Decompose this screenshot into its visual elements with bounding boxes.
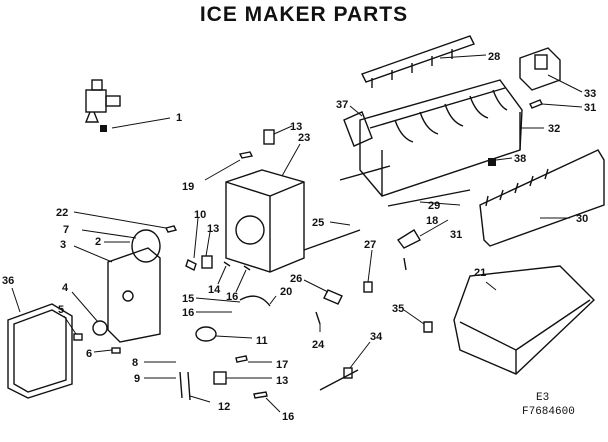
callout-label: 3 — [60, 239, 66, 251]
drawing-code-number: F7684600 — [522, 406, 575, 418]
callout-label: 28 — [488, 51, 500, 63]
callout-label: 2 — [95, 236, 101, 248]
callout-label: 16 — [226, 291, 238, 303]
callout-label: 1 — [176, 112, 182, 124]
bottom-fasteners — [213, 355, 281, 413]
callout-label: 4 — [62, 282, 69, 294]
front-cover-part — [7, 287, 73, 399]
callout-label: 23 — [298, 132, 310, 144]
callout-label: 37 — [336, 99, 348, 111]
callout-label: 7 — [63, 224, 69, 236]
part-number-labels: 1 2 3 4 5 6 7 8 9 10 11 12 13 13 13 14 1… — [2, 51, 596, 423]
callout-label: 12 — [218, 401, 230, 413]
linkage-parts — [303, 249, 373, 332]
callout-label: 36 — [2, 275, 14, 287]
ejector-part — [479, 149, 605, 247]
callout-label: 26 — [290, 273, 302, 285]
bracket-part — [396, 219, 449, 271]
callout-label: 34 — [370, 331, 383, 343]
spring-parts — [185, 217, 251, 293]
callout-label: 17 — [276, 359, 288, 371]
callout-label: 31 — [584, 102, 596, 114]
callout-label: 24 — [312, 339, 325, 351]
drawing-code-section: E3 — [536, 392, 549, 404]
callout-label: 33 — [584, 88, 596, 100]
heater-part — [339, 157, 513, 207]
top-rail-part — [361, 35, 487, 88]
callout-label: 30 — [576, 213, 588, 225]
callout-label: 31 — [450, 229, 462, 241]
small-gear-parts — [63, 291, 121, 354]
callout-label: 19 — [182, 181, 194, 193]
ice-bin-part — [453, 265, 596, 375]
callout-label: 35 — [392, 303, 404, 315]
callout-label: 9 — [134, 373, 140, 385]
callout-label: 38 — [514, 153, 526, 165]
callout-label: 16 — [282, 411, 294, 423]
shutoff-lever-part — [144, 361, 211, 403]
callout-label: 27 — [364, 239, 376, 251]
arm-parts — [319, 309, 433, 391]
water-valve-part — [84, 79, 171, 132]
callout-label: 13 — [276, 375, 288, 387]
motor-assembly-part — [73, 211, 178, 343]
callout-label: 5 — [58, 304, 64, 316]
callout-label: 18 — [426, 215, 438, 227]
callout-label: 14 — [208, 284, 221, 296]
callout-label: 6 — [86, 348, 92, 360]
callout-label: 8 — [132, 357, 138, 369]
control-housing-part — [225, 143, 305, 273]
top-screw-parts — [204, 125, 293, 181]
callout-label: 32 — [548, 123, 560, 135]
callout-label: 25 — [312, 217, 324, 229]
callout-label: 22 — [56, 207, 68, 219]
callout-label: 10 — [194, 209, 206, 221]
ice-mold-part — [359, 79, 544, 197]
diagram-title: ICE MAKER PARTS — [199, 3, 409, 26]
fill-cup-part — [343, 105, 373, 147]
callout-label: 21 — [474, 267, 486, 279]
switch-parts — [195, 295, 277, 342]
callout-label: 20 — [280, 286, 292, 298]
callout-label: 16 — [182, 307, 194, 319]
callout-label: 13 — [290, 121, 302, 133]
mounting-clip-part — [519, 47, 583, 109]
callout-label: 11 — [256, 335, 268, 347]
wire-part — [303, 221, 361, 251]
callout-label: 29 — [428, 200, 440, 212]
callout-label: 15 — [182, 293, 194, 305]
callout-label: 13 — [207, 223, 219, 235]
